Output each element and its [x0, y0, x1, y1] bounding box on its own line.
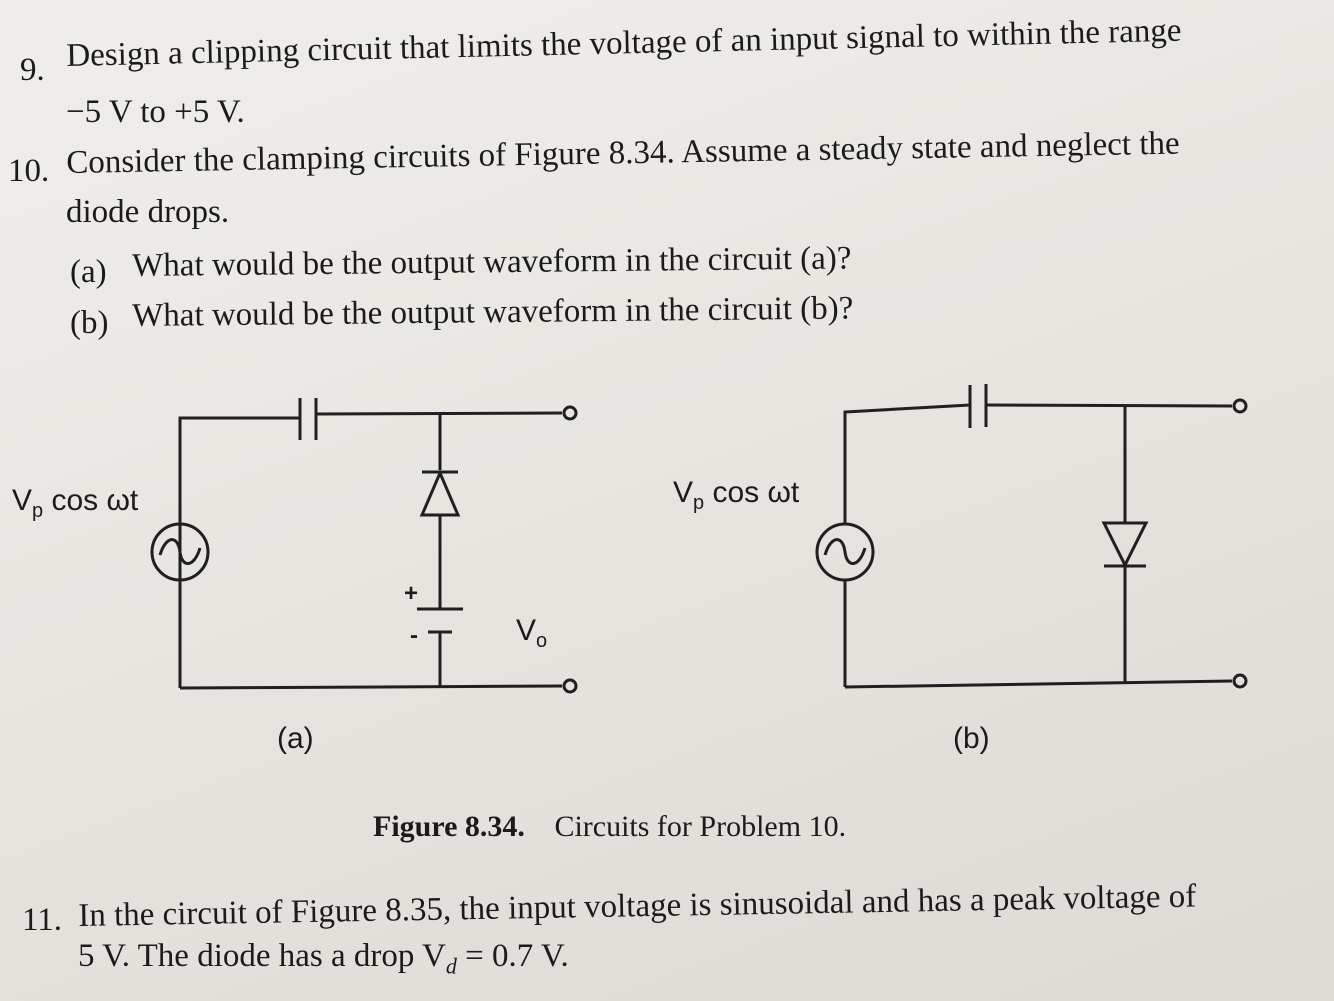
- figure-caption: Figure 8.34. Circuits for Problem 10.: [373, 810, 846, 844]
- problem-9-number: 9.: [20, 52, 45, 88]
- circuit-b-top-wire-left: [843, 403, 971, 525]
- problem-9-line-2: −5 V to +5 V.: [66, 94, 245, 130]
- problem-10-part-b-label: (b): [70, 305, 109, 341]
- circuit-a-source-label: Vp cos ωt: [12, 484, 139, 522]
- circuit-a-output-bottom-terminal: [562, 678, 578, 694]
- circuit-b-tag: (b): [953, 722, 990, 755]
- problem-10-number: 10.: [8, 153, 50, 189]
- circuit-a-battery-plus: +: [404, 580, 419, 607]
- circuit-a-battery-minus: -: [410, 622, 418, 649]
- figure-caption-number: Figure 8.34.: [373, 810, 525, 843]
- circuit-a-tag: (a): [277, 722, 314, 755]
- problem-10-line-2: diode drops.: [66, 194, 230, 230]
- circuit-a-output-label: Vo: [516, 614, 548, 652]
- circuit-a-top-wire-right: [315, 411, 563, 416]
- circuit-b-diode-triangle: [1101, 521, 1149, 569]
- problem-10-part-a-label: (a): [70, 254, 107, 290]
- figure-caption-text: Circuits for Problem 10.: [554, 810, 847, 843]
- problem-11-number: 11.: [22, 902, 63, 938]
- circuit-a-bottom-wire: [179, 684, 563, 690]
- circuit-b-bottom-wire: [844, 679, 1233, 689]
- circuit-a-output-top-terminal: [562, 405, 578, 421]
- circuit-b-top-wire-right: [985, 403, 1233, 408]
- circuit-a-top-wire-left: [178, 416, 300, 585]
- circuit-a-diode-triangle: [419, 469, 461, 517]
- problem-11-line-2: 5 V. The diode has a drop Vd = 0.7 V.: [78, 938, 569, 979]
- circuit-b-output-bottom-terminal: [1232, 673, 1248, 689]
- circuit-b-source-label: Vp cos ωt: [673, 476, 800, 514]
- circuit-b-output-top-terminal: [1232, 398, 1248, 414]
- sine-wave-icon: [158, 538, 202, 565]
- sine-wave-icon: [823, 538, 867, 565]
